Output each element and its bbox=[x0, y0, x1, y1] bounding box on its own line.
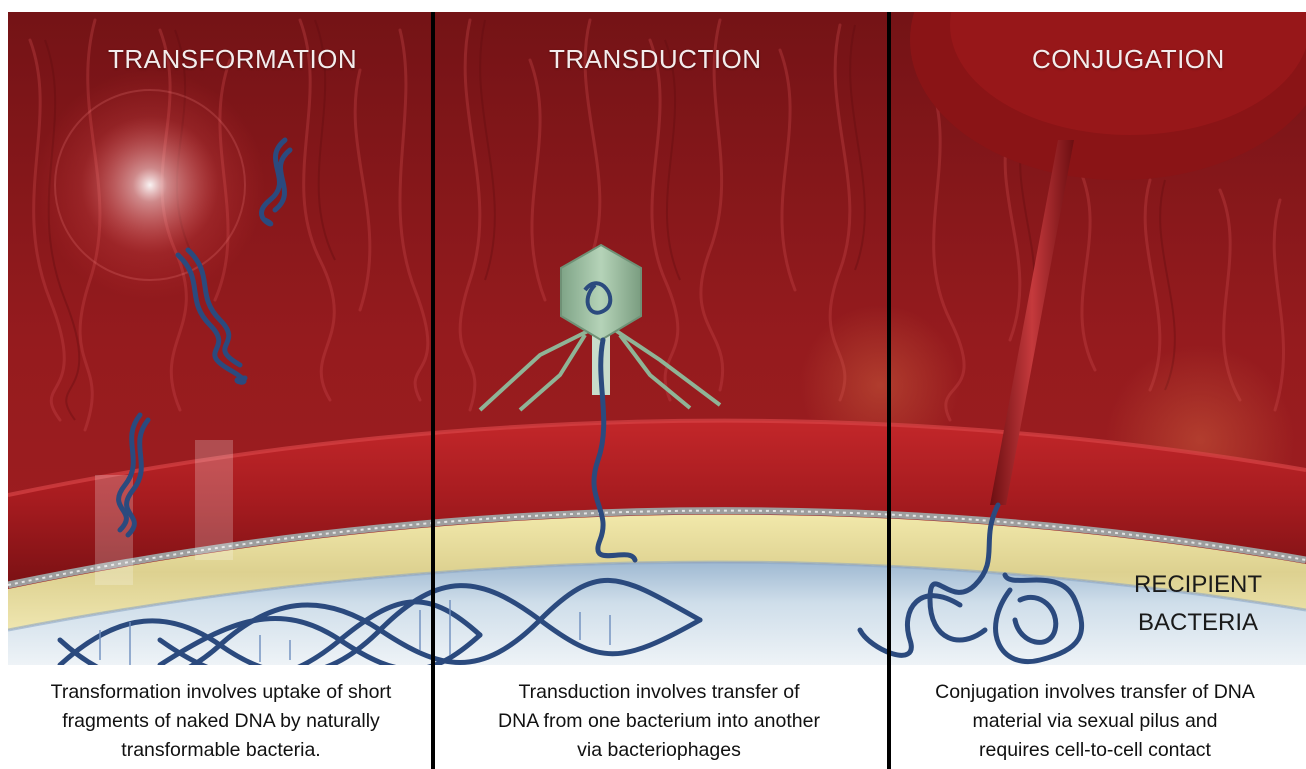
caption-line: Transformation involves uptake of short bbox=[12, 678, 430, 707]
recipient-bacteria-label: RECIPIENT BACTERIA bbox=[1108, 566, 1288, 642]
caption-transformation: Transformation involves uptake of short … bbox=[12, 678, 430, 765]
panel-divider bbox=[431, 12, 435, 769]
caption-line: transformable bacteria. bbox=[12, 736, 430, 765]
caption-line: material via sexual pilus and bbox=[886, 707, 1304, 736]
panel-title-conjugation: CONJUGATION bbox=[1032, 44, 1225, 75]
caption-line: Transduction involves transfer of bbox=[450, 678, 868, 707]
light-flare bbox=[35, 70, 265, 300]
recipient-label-line: BACTERIA bbox=[1108, 604, 1288, 642]
caption-transduction: Transduction involves transfer of DNA fr… bbox=[450, 678, 868, 765]
caption-line: via bacteriophages bbox=[450, 736, 868, 765]
recipient-label-line: RECIPIENT bbox=[1108, 566, 1288, 604]
caption-line: fragments of naked DNA by naturally bbox=[12, 707, 430, 736]
caption-conjugation: Conjugation involves transfer of DNA mat… bbox=[886, 678, 1304, 765]
caption-line: Conjugation involves transfer of DNA bbox=[886, 678, 1304, 707]
panel-divider bbox=[887, 12, 891, 769]
panel-title-transduction: TRANSDUCTION bbox=[549, 44, 762, 75]
caption-line: DNA from one bacterium into another bbox=[450, 707, 868, 736]
panel-title-transformation: TRANSFORMATION bbox=[108, 44, 357, 75]
caption-line: requires cell-to-cell contact bbox=[886, 736, 1304, 765]
